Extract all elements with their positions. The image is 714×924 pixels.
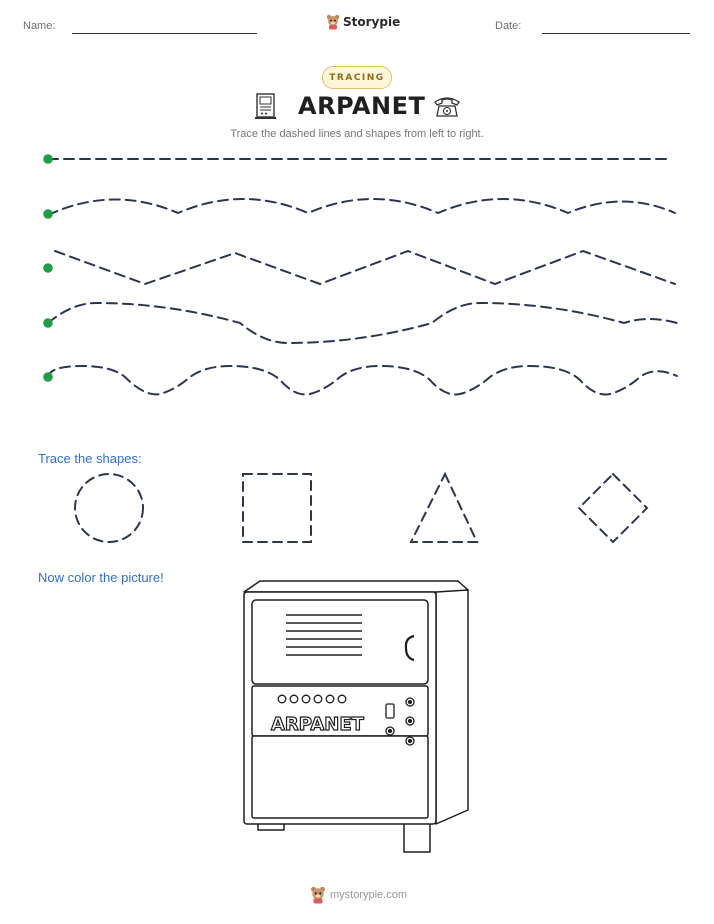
start-dot bbox=[43, 154, 53, 164]
trace-square[interactable] bbox=[242, 473, 312, 543]
page-title: ARPANET bbox=[298, 92, 426, 120]
tracing-lines bbox=[43, 154, 678, 396]
computer-doodle-icon bbox=[255, 93, 276, 119]
arpanet-machine-picture[interactable]: ARPANET bbox=[238, 578, 474, 856]
name-line[interactable] bbox=[72, 33, 257, 34]
footer: mystorypie.com bbox=[310, 886, 407, 904]
shapes-heading: Trace the shapes: bbox=[38, 451, 142, 466]
bear-mascot-icon bbox=[311, 886, 325, 904]
machine-label: ARPANET bbox=[271, 714, 365, 735]
tracing-badge: TRACING bbox=[322, 66, 392, 89]
start-dot bbox=[43, 318, 53, 328]
trace-circle[interactable] bbox=[74, 473, 144, 543]
color-heading: Now color the picture! bbox=[38, 570, 164, 585]
brand-logo: Storypie bbox=[326, 14, 400, 30]
start-dot bbox=[43, 263, 53, 273]
telephone-doodle-icon bbox=[434, 97, 460, 117]
name-label: Name: bbox=[23, 20, 56, 32]
start-dot bbox=[43, 209, 53, 219]
tracing-shapes bbox=[74, 471, 649, 544]
instruction-text: Trace the dashed lines and shapes from l… bbox=[230, 128, 484, 140]
brand-name: Storypie bbox=[343, 15, 401, 29]
trace-diamond[interactable] bbox=[577, 472, 649, 544]
footer-url[interactable]: mystorypie.com bbox=[330, 889, 408, 901]
bear-mascot-icon bbox=[326, 14, 340, 30]
trace-path-wave[interactable] bbox=[47, 301, 678, 345]
start-dot bbox=[43, 372, 53, 382]
date-line[interactable] bbox=[542, 33, 690, 34]
trace-triangle[interactable] bbox=[409, 471, 479, 543]
date-label: Date: bbox=[495, 20, 522, 32]
trace-path-bumps[interactable] bbox=[47, 364, 678, 396]
trace-path-zigzag[interactable] bbox=[54, 249, 676, 286]
trace-path-scallop[interactable] bbox=[47, 198, 676, 216]
